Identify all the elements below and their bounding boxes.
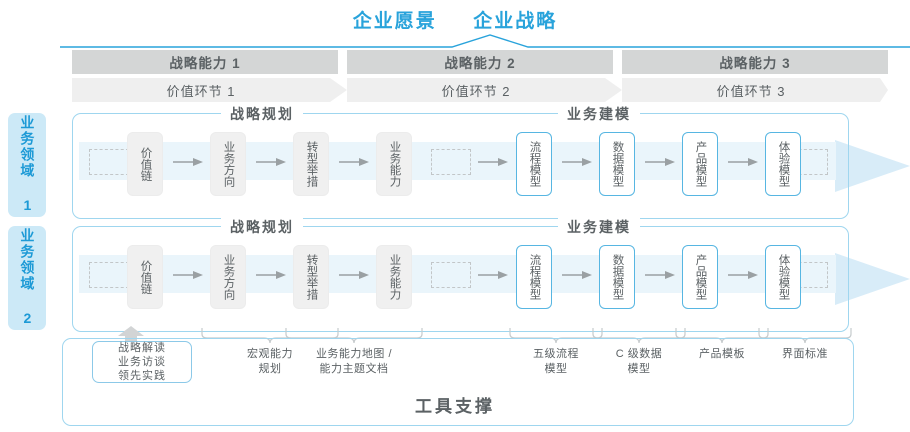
node-label: 业务方向 <box>222 141 235 187</box>
tool-caption-macro-capability: 宏观能力 规划 <box>247 348 293 375</box>
capability-label-2: 战略能力 2 <box>444 56 516 71</box>
node-row1-product-model[interactable]: 产品模型 <box>682 132 718 196</box>
peak-divider-line <box>60 34 910 48</box>
dashed-placeholder-row1-mid <box>431 149 471 175</box>
title-strategy: 企业战略 <box>473 11 558 32</box>
arrow-row1-1 <box>173 158 203 166</box>
domain-label-2: 业务领域 2 <box>19 228 36 328</box>
node-row1-process-model[interactable]: 流程模型 <box>516 132 552 196</box>
arrow-row2-1 <box>173 271 203 279</box>
node-row2-business-capability[interactable]: 业务能力 <box>376 245 412 309</box>
value-link-1[interactable]: 价值环节 1 <box>72 78 330 102</box>
arrow-row1-3 <box>339 158 369 166</box>
sidebar-item-domain-2[interactable]: 业务领域 2 <box>8 226 46 330</box>
arrow-row2-7 <box>728 271 758 279</box>
node-row1-business-direction[interactable]: 业务方向 <box>210 132 246 196</box>
title-vision: 企业愿景 <box>352 11 437 32</box>
value-link-label-3: 价值环节 3 <box>716 83 786 99</box>
node-row1-data-model[interactable]: 数据模型 <box>599 132 635 196</box>
node-label: 产品模型 <box>694 141 707 187</box>
phase-label-modeling-row-1: 业务建模 <box>558 104 640 124</box>
top-titles: 企业愿景 企业战略 <box>0 6 910 33</box>
arrow-row2-3 <box>339 271 369 279</box>
capability-label-3: 战略能力 3 <box>719 56 791 71</box>
tool-support-container <box>62 338 854 426</box>
arrow-row1-2 <box>256 158 286 166</box>
dashed-placeholder-row1-start <box>89 149 129 175</box>
arrow-row1-4 <box>478 158 508 166</box>
node-label: 体验模型 <box>777 254 790 300</box>
node-label: 业务能力 <box>388 141 401 187</box>
dashed-placeholder-row2-start <box>89 262 129 288</box>
node-row2-experience-model[interactable]: 体验模型 <box>765 245 801 309</box>
node-row2-business-direction[interactable]: 业务方向 <box>210 245 246 309</box>
node-row2-data-model[interactable]: 数据模型 <box>599 245 635 309</box>
phase-label-planning-row-2: 战略规划 <box>221 217 303 237</box>
tool-caption-process-model: 五级流程 模型 <box>533 348 579 375</box>
value-link-2[interactable]: 价值环节 2 <box>347 78 605 102</box>
value-link-3[interactable]: 价值环节 3 <box>622 78 880 102</box>
phase-label-modeling-row-2: 业务建模 <box>558 217 640 237</box>
node-label: 流程模型 <box>528 141 541 187</box>
dashed-placeholder-row2-mid <box>431 262 471 288</box>
arrow-row2-5 <box>562 271 592 279</box>
tool-caption-data-model: C 级数据 模型 <box>615 348 663 375</box>
node-row1-experience-model[interactable]: 体验模型 <box>765 132 801 196</box>
node-row1-business-capability[interactable]: 业务能力 <box>376 132 412 196</box>
node-row2-transformation-measures[interactable]: 转型举措 <box>293 245 329 309</box>
domain-row-1: 战略规划 业务建模 价值链 业务方向 转型举措 业务能力 流程模型 数据模型 <box>72 104 849 219</box>
node-label: 数据模型 <box>611 141 624 187</box>
capability-bar-1[interactable]: 战略能力 1 <box>72 50 338 74</box>
arrow-row2-2 <box>256 271 286 279</box>
tool-support-title: 工具支撑 <box>415 397 495 416</box>
node-label: 转型举措 <box>305 141 318 187</box>
arrow-row1-5 <box>562 158 592 166</box>
node-label: 转型举措 <box>305 254 318 300</box>
node-label: 产品模型 <box>694 254 707 300</box>
arrow-row1-6 <box>645 158 675 166</box>
value-chevron-shapes <box>72 78 888 102</box>
node-label: 体验模型 <box>777 141 790 187</box>
node-label: 价值链 <box>139 146 152 182</box>
node-row2-product-model[interactable]: 产品模型 <box>682 245 718 309</box>
node-label: 流程模型 <box>528 254 541 300</box>
node-row1-transformation-measures[interactable]: 转型举措 <box>293 132 329 196</box>
arrow-row2-6 <box>645 271 675 279</box>
brace-capability-map <box>285 328 423 344</box>
arrow-row1-7 <box>728 158 758 166</box>
tool-caption-capability-map: 业务能力地图 / 能力主题文档 <box>315 348 393 375</box>
upward-arrow-value-chain <box>118 326 144 346</box>
brace-ui-standard <box>758 328 852 344</box>
node-label: 业务能力 <box>388 254 401 300</box>
node-label: 业务方向 <box>222 254 235 300</box>
domain-label-1: 业务领域 1 <box>19 115 36 215</box>
arrow-row2-4 <box>478 271 508 279</box>
node-row1-value-chain[interactable]: 价值链 <box>127 132 163 196</box>
tool-caption-ui-standard: 界面标准 <box>782 348 828 360</box>
node-label: 数据模型 <box>611 254 624 300</box>
node-row2-process-model[interactable]: 流程模型 <box>516 245 552 309</box>
value-link-label-2: 价值环节 2 <box>441 83 511 99</box>
domain-row-2: 战略规划 业务建模 价值链 业务方向 转型举措 业务能力 流程模型 数据模型 产… <box>72 217 849 332</box>
capability-label-1: 战略能力 1 <box>169 56 241 71</box>
node-label: 价值链 <box>139 259 152 295</box>
phase-label-planning-row-1: 战略规划 <box>221 104 303 124</box>
tool-caption-product-template: 产品模板 <box>699 348 745 360</box>
tool-box-strategy-interpretation[interactable]: 战略解读 业务访谈 领先实践 <box>92 341 192 383</box>
sidebar-item-domain-1[interactable]: 业务领域 1 <box>8 113 46 217</box>
capability-bar-2[interactable]: 战略能力 2 <box>347 50 613 74</box>
capability-bar-3[interactable]: 战略能力 3 <box>622 50 888 74</box>
value-link-label-1: 价值环节 1 <box>166 83 236 99</box>
node-row2-value-chain[interactable]: 价值链 <box>127 245 163 309</box>
